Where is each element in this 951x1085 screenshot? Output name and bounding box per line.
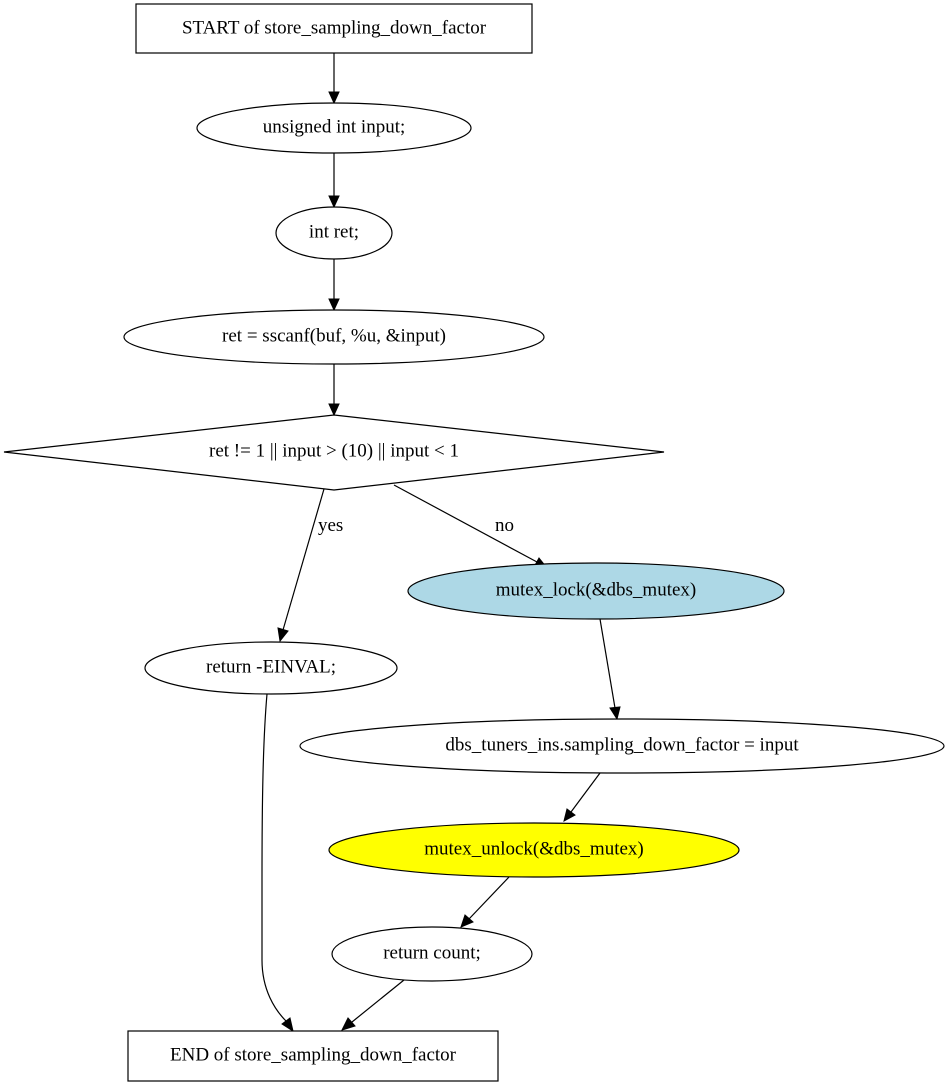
node-return-count: return count; [331,926,533,982]
node-return-einval-label: return -EINVAL; [206,656,336,677]
node-assign-label: dbs_tuners_ins.sampling_down_factor = in… [445,734,799,755]
edge-assign-to-unlock [570,772,601,813]
node-ret-declaration: int ret; [275,206,393,260]
flowchart-nodes: START of store_sampling_down_factor unsi… [3,3,945,1082]
node-sscanf: ret = sscanf(buf, %u, &input) [123,309,545,365]
node-condition: ret != 1 || input > (10) || input < 1 [3,414,665,491]
arrowhead [281,1017,294,1033]
node-mutex-unlock-label: mutex_unlock(&dbs_mutex) [424,838,644,859]
node-return-einval: return -EINVAL; [144,641,398,695]
node-condition-label: ret != 1 || input > (10) || input < 1 [209,440,459,461]
node-mutex-unlock: mutex_unlock(&dbs_mutex) [328,822,740,878]
edge-lock-to-assign [599,618,616,709]
arrowhead [277,627,289,643]
edge-einval-to-end [261,693,287,1022]
node-sscanf-label: ret = sscanf(buf, %u, &input) [222,325,446,346]
arrowhead [328,403,340,417]
node-mutex-lock: mutex_lock(&dbs_mutex) [407,562,785,620]
edge-condition-yes [282,488,325,631]
flowchart-edges: yes no [261,53,621,1033]
edge-condition-no [393,484,538,563]
node-end: END of store_sampling_down_factor [127,1030,499,1082]
arrowhead [328,195,340,209]
edge-return-count-to-end [351,979,405,1023]
arrowhead [460,914,474,928]
edge-unlock-to-return-count [468,876,510,920]
node-ret-declaration-label: int ret; [309,221,359,242]
node-mutex-lock-label: mutex_lock(&dbs_mutex) [496,579,697,600]
node-assign: dbs_tuners_ins.sampling_down_factor = in… [299,718,945,774]
node-start: START of store_sampling_down_factor [135,3,533,54]
edge-label-yes: yes [318,515,343,536]
arrowhead [341,1017,356,1031]
arrowhead [328,91,340,105]
arrowhead [609,706,621,721]
node-return-count-label: return count; [383,942,481,963]
edge-label-no: no [495,515,514,536]
node-input-declaration: unsigned int input; [196,102,472,154]
node-input-declaration-label: unsigned int input; [263,116,406,137]
node-end-label: END of store_sampling_down_factor [170,1044,457,1065]
arrowhead [563,808,576,822]
node-start-label: START of store_sampling_down_factor [182,17,487,38]
arrowhead [328,298,340,312]
